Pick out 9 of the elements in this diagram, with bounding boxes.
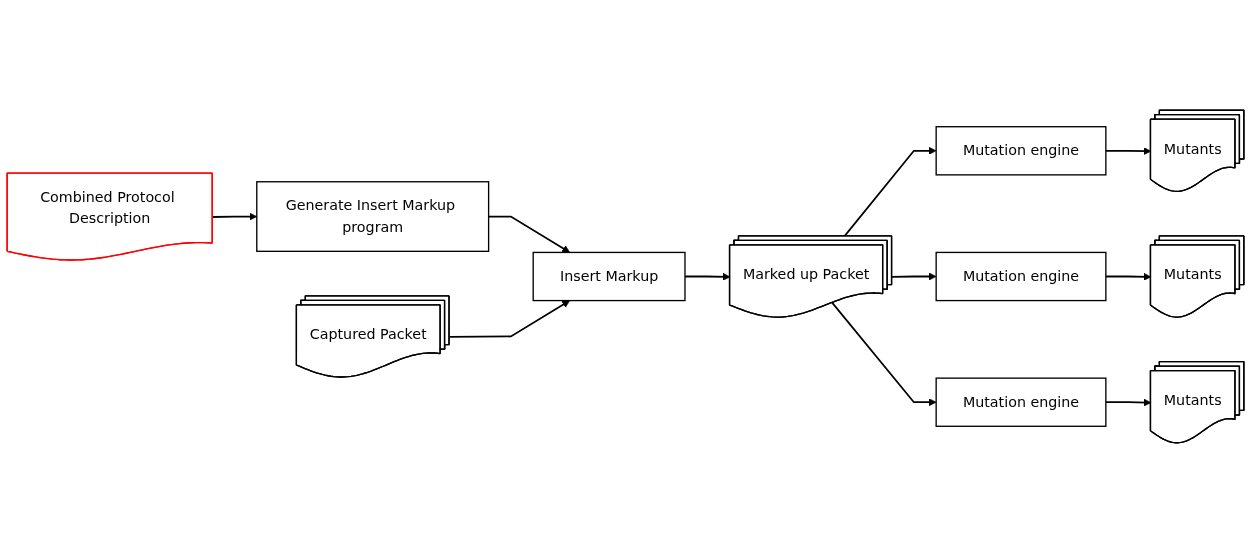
node-box: Mutation engine xyxy=(935,251,1107,302)
arrow xyxy=(448,300,570,338)
node-box: Mutation engine xyxy=(935,126,1107,176)
arrow xyxy=(831,302,937,407)
node-box: Insert Markup xyxy=(532,251,686,302)
arrow xyxy=(684,272,731,281)
node-box: Mutation engine xyxy=(935,377,1107,427)
arrow xyxy=(891,272,937,281)
node-box: Generate Insert Markup program xyxy=(256,181,490,252)
